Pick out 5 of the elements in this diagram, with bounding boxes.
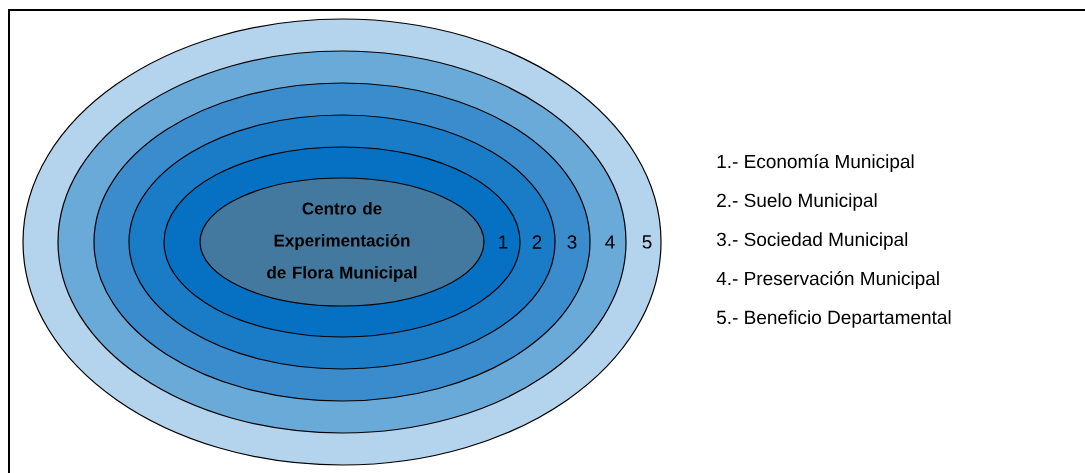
legend-item: 5.- Beneficio Departamental bbox=[716, 310, 951, 328]
legend-item: 4.- Preservación Municipal bbox=[716, 271, 939, 289]
legend-item: 1.- Economía Municipal bbox=[717, 154, 914, 172]
legend-item: 2.- Suelo Municipal bbox=[717, 193, 877, 211]
legend-item: 3.- Sociedad Municipal bbox=[716, 232, 908, 250]
